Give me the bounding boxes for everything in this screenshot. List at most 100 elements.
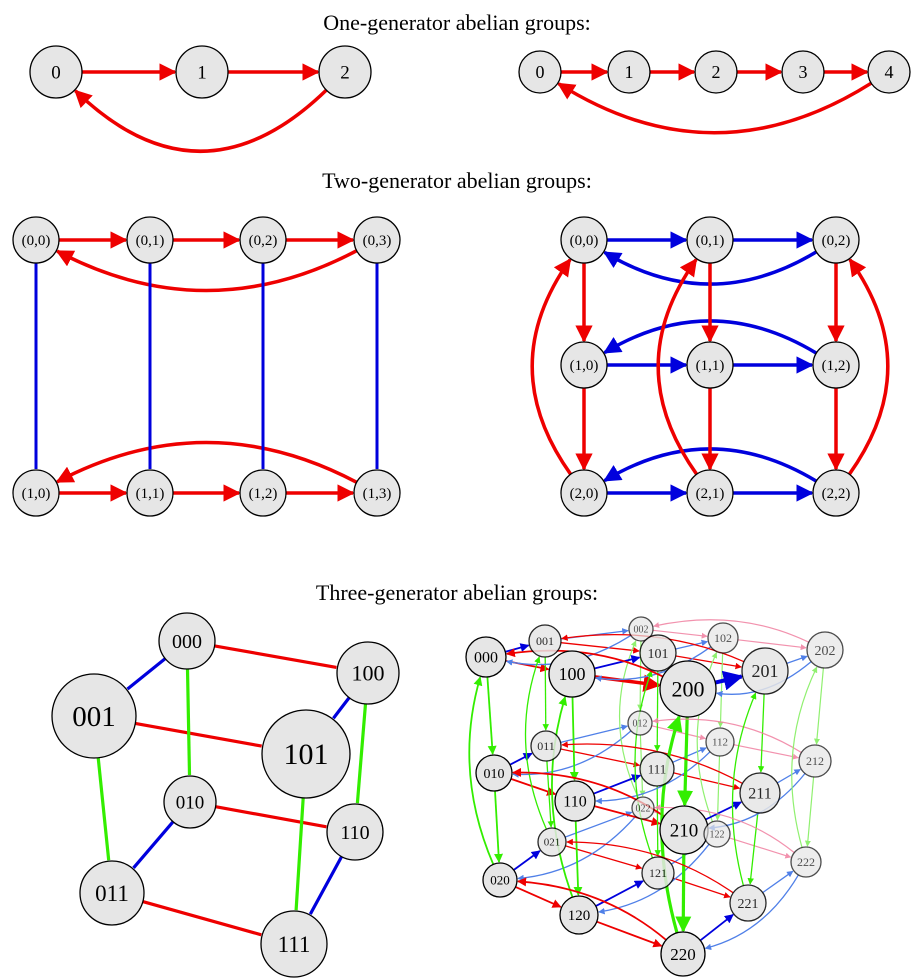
- z3cube-node-021: 021: [537, 827, 567, 857]
- z3cube-edge-blue-200: [714, 670, 744, 691]
- z3cube-edge-red-120: [596, 920, 663, 948]
- z2z4-node-1-2: (1,2): [239, 469, 287, 517]
- z5-node-label: 0: [536, 62, 545, 82]
- z2z4-edge-bottom-wrap: [55, 440, 358, 484]
- z3z3-node-label: (0,0): [570, 233, 599, 249]
- cube-edge-100-101: [332, 696, 351, 720]
- z3cube-node-label: 012: [633, 718, 648, 729]
- z3cube-edge-green-212: [804, 776, 815, 847]
- z3cube-node-200: 200: [659, 660, 717, 718]
- cube-node-000: 000: [158, 612, 216, 670]
- z3cube-node-222: 222: [790, 846, 822, 878]
- z2z4-node-label: (0,3): [363, 233, 392, 249]
- z3cube-node-201: 201: [741, 647, 789, 695]
- z2z4-node-label: (0,1): [136, 233, 165, 249]
- cube-edge-110-111: [308, 855, 344, 915]
- z3cube-edge-red-221: [566, 838, 734, 894]
- z3cube-edge-green-202: [813, 667, 824, 745]
- z3cube-edge-blue-120: [595, 880, 644, 907]
- z5-node-4: 4: [867, 50, 911, 94]
- z3z3-node-0-0: (0,0): [560, 216, 608, 264]
- cube-node-label: 111: [278, 932, 311, 957]
- z3cube-edge-red-122: [729, 837, 792, 859]
- z3cube-edge-green-221: [731, 692, 757, 886]
- z3cube-edge-green-021: [524, 656, 547, 830]
- z3cube-edge-green-102: [717, 652, 724, 728]
- z3cube-node-220: 220: [660, 931, 706, 977]
- z3z3-node-label: (0,1): [696, 233, 725, 249]
- z5-node-3: 3: [781, 50, 825, 94]
- cube-node-110: 110: [326, 803, 384, 861]
- z5-node-label: 1: [625, 62, 634, 82]
- z2z4-node-1-0: (1,0): [12, 469, 60, 517]
- cube-edge-000-100: [214, 644, 337, 669]
- z3cube-edge-blue-210: [705, 801, 742, 821]
- z3cube-node-label: 110: [563, 793, 586, 810]
- cube-node-111: 111: [260, 910, 328, 978]
- z2z4-node-1-1: (1,1): [126, 469, 174, 517]
- z3cube-edge-red-211: [561, 741, 743, 784]
- z5-node-1: 1: [607, 50, 651, 94]
- z2z4-node-0-3: (0,3): [353, 216, 401, 264]
- z3cube-node-122: 122: [703, 820, 731, 848]
- cube-node-101: 101: [261, 709, 351, 799]
- z3-node-label: 1: [197, 62, 207, 83]
- z3cube-node-label: 102: [714, 631, 732, 645]
- z3cube-node-label: 101: [648, 647, 669, 662]
- z3cube-edge-red-121: [672, 877, 731, 899]
- z3cube-edge-red-002: [652, 629, 708, 639]
- cube-node-label: 011: [95, 881, 129, 906]
- cube-edge-001-101: [135, 721, 262, 748]
- z3cube-edge-red-102: [737, 639, 807, 651]
- z3cube-edge-green-011: [546, 760, 554, 828]
- z2z4-node-1-3: (1,3): [353, 469, 401, 517]
- z3cube-node-label: 220: [670, 945, 696, 964]
- z3cube-edge-red-001: [560, 642, 640, 654]
- z3cube-node-label: 112: [712, 737, 728, 749]
- cube-node-label: 000: [172, 631, 202, 653]
- z3cube-edge-blue-222: [704, 874, 799, 951]
- z3cube-edge-green-020: [468, 676, 495, 865]
- z3z3-node-0-2: (0,2): [812, 216, 860, 264]
- z3cube-edge-green-001: [542, 656, 550, 731]
- z3cube-node-112: 112: [705, 727, 735, 757]
- z3cube-node-120: 120: [559, 895, 599, 935]
- z3cube-edge-green-210: [675, 853, 692, 933]
- z3cube-node-012: 012: [627, 710, 653, 736]
- z3z3-edge-col1-wrap: [656, 258, 699, 476]
- z5-node-label: 2: [712, 62, 721, 82]
- z3cube-edge-blue-020: [513, 850, 541, 871]
- z3cube-node-111: 111: [639, 751, 675, 787]
- z3cube-node-label: 020: [490, 872, 510, 887]
- z3z3-node-2-2: (2,2): [812, 469, 860, 517]
- z3cube-edge-blue-110: [593, 774, 642, 795]
- z3cube-edge-green-110: [573, 820, 583, 896]
- z3-node-2: 2: [318, 45, 372, 99]
- z3cube-node-label: 000: [474, 649, 498, 666]
- z3cube-node-label: 201: [752, 661, 779, 681]
- z3z3-node-1-1: (1,1): [686, 341, 734, 389]
- z3cube-edge-red-111: [673, 772, 741, 791]
- z3z3-node-2-0: (2,0): [560, 469, 608, 517]
- z2z4-node-label: (0,2): [249, 233, 278, 249]
- cube-node-011: 011: [79, 860, 145, 926]
- cube-node-100: 100: [336, 641, 400, 705]
- z2z4-node-label: (1,3): [363, 486, 392, 502]
- z5-node-label: 3: [799, 62, 808, 82]
- cube-edge-001-011: [96, 757, 111, 861]
- z3-edge-2-0: [74, 88, 328, 153]
- z3cube-node-label: 121: [649, 866, 667, 880]
- z2z4-node-label: (0,0): [22, 233, 51, 249]
- z3cube-edge-blue-211: [776, 768, 801, 784]
- z3cube-edge-blue-010: [509, 752, 533, 766]
- z3cube-node-102: 102: [707, 622, 739, 654]
- z3z3-node-label: (1,2): [822, 358, 851, 374]
- z3cube-node-022: 022: [631, 796, 655, 820]
- cube-edge-101-111: [294, 797, 305, 911]
- z3z3-node-2-1: (2,1): [686, 469, 734, 517]
- z3cube-node-label: 002: [634, 624, 649, 635]
- z3cube-node-label: 022: [636, 803, 651, 814]
- z3cube-edge-green-112: [714, 755, 721, 821]
- one-generator-title: One-generator abelian groups:: [323, 10, 591, 35]
